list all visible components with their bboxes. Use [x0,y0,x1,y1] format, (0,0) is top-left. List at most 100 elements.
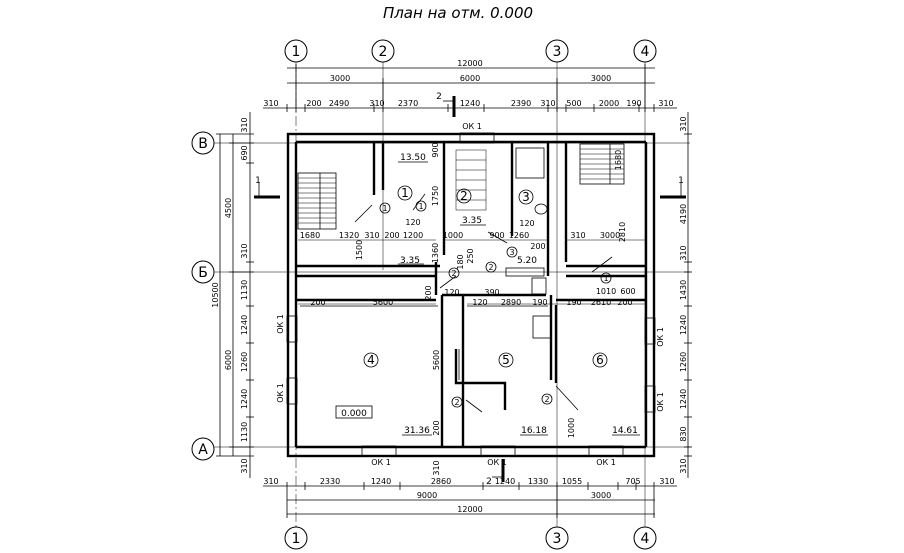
room-number: 2 [460,189,468,203]
window-tag: ОК 1 [276,314,285,334]
dim-top-seg: 500 [566,99,581,108]
dim-interior: 310 [432,460,441,475]
window-tag: ОК 1 [276,383,285,403]
dim-bottom-seg: 1055 [562,477,582,486]
window-tag: ОК 1 [371,458,391,467]
door-tag: 2 [454,398,459,407]
door-tag: 1 [603,274,608,283]
dim-right-seg: 310 [679,116,688,131]
doors [354,193,613,413]
section-mark-left: 1 [255,176,261,186]
dim-top-overall: 12000 [457,59,482,68]
kitchen-counter [505,267,547,295]
dim-interior: 2890 [501,298,521,307]
dim-bottom-seg: 1330 [528,477,548,486]
dim-bottom-seg: 310 [263,477,278,486]
plan-title: План на отм. 0.000 [383,4,533,22]
axis-bubble-1-bottom [284,526,308,550]
dim-top-seg: 2370 [398,99,418,108]
axis-bubble-b [191,260,215,284]
dim-interior: 190 [566,298,581,307]
dim-top-seg: 1240 [460,99,480,108]
dim-interior: 200 [617,298,632,307]
dim-top-bay-3: 3000 [591,74,611,83]
dim-interior: 2610 [591,298,611,307]
dim-interior: 200 [310,298,325,307]
dim-left-seg: 1260 [240,352,249,372]
dim-right-seg: 1240 [679,315,688,335]
dim-left-seg: 1130 [240,280,249,300]
room-bubble-2 [456,188,472,204]
axis-bubble-a [191,437,215,461]
dim-left-bay-2: 6000 [224,350,233,370]
axis-bubble-v [191,131,215,155]
extra-area: 3.35 [400,256,420,266]
section-marks-1: 1 1 [254,176,686,199]
dim-left-seg: 690 [240,145,249,160]
axis-label-v: В [198,136,208,152]
door-tag: 2 [488,263,493,272]
axis-label-b: Б [198,265,208,281]
dim-left-overall: 10500 [211,282,220,307]
axis-label-1-bottom: 1 [292,531,301,547]
axis-bubbles-left: В Б А [191,131,215,461]
axis-label-3-top: 3 [553,44,562,60]
dim-interior: 180 [456,254,465,269]
dim-top-seg: 2000 [599,99,619,108]
dim-right-seg: 1430 [679,280,688,300]
door-tag: 1 [418,202,423,211]
dim-left-seg: 1240 [240,389,249,409]
room-number: 5 [502,353,510,367]
door-tag: 2 [451,269,456,278]
dim-interior: 250 [466,248,475,263]
dim-interior: 190 [532,298,547,307]
dim-left-seg: 1130 [240,422,249,442]
dim-interior: 5600 [373,298,393,307]
section-mark-bottom: 2 [486,477,492,487]
dim-interior: 120 [519,219,534,228]
dim-top-seg: 310 [658,99,673,108]
dim-interior: 310 [364,231,379,240]
dim-interior: 1000 [443,231,463,240]
axis-label-3-bottom: 3 [553,531,562,547]
dim-interior: 200 [432,420,441,435]
dim-interior: 200 [530,242,545,251]
door-tags: 1 1 2 2 3 1 2 2 [379,200,612,408]
dim-interior: 2810 [618,222,627,242]
dim-top-bay-2: 6000 [460,74,480,83]
dim-right-bay: 4190 [679,204,688,224]
section-mark-right: 1 [678,176,684,186]
dim-bottom-seg: 310 [659,477,674,486]
dim-bottom-bay-2: 3000 [591,491,611,500]
axis-bubble-1-top [284,39,308,63]
door-tag: 3 [509,248,514,257]
dim-bottom-seg: 1240 [371,477,391,486]
dim-bottom-seg: 1240 [495,477,515,486]
walls [286,132,656,458]
dim-right-seg: 1240 [679,389,688,409]
window-tag: ОК 1 [656,327,665,347]
dim-top-seg: 2390 [511,99,531,108]
dim-interior: 1750 [431,186,440,206]
dim-interior: 200 [384,231,399,240]
room-number: 1 [401,186,409,200]
dim-interior: 1360 [431,243,440,263]
room-bubble-5 [498,352,514,368]
left-dimensions: 10500 4500 6000 310 690 310 1130 1240 12… [211,112,254,478]
axis-bubble-2-top [371,39,395,63]
dim-interior: 1680 [300,231,320,240]
dim-interior: 1200 [403,231,423,240]
dim-interior: 1260 [509,231,529,240]
dim-interior: 1500 [355,240,364,260]
stairs [297,143,625,339]
room-bubble-4 [363,352,379,368]
dim-interior: 5600 [432,350,441,370]
room-number: 4 [367,353,375,367]
dim-interior: 120 [405,218,420,227]
dim-bottom-seg: 2330 [320,477,340,486]
door-tag: 2 [544,395,549,404]
axis-bubble-3-top [545,39,569,63]
dim-top-bay-1: 3000 [330,74,350,83]
dim-interior: 1000 [567,418,576,438]
dim-interior: 3000 [600,231,620,240]
